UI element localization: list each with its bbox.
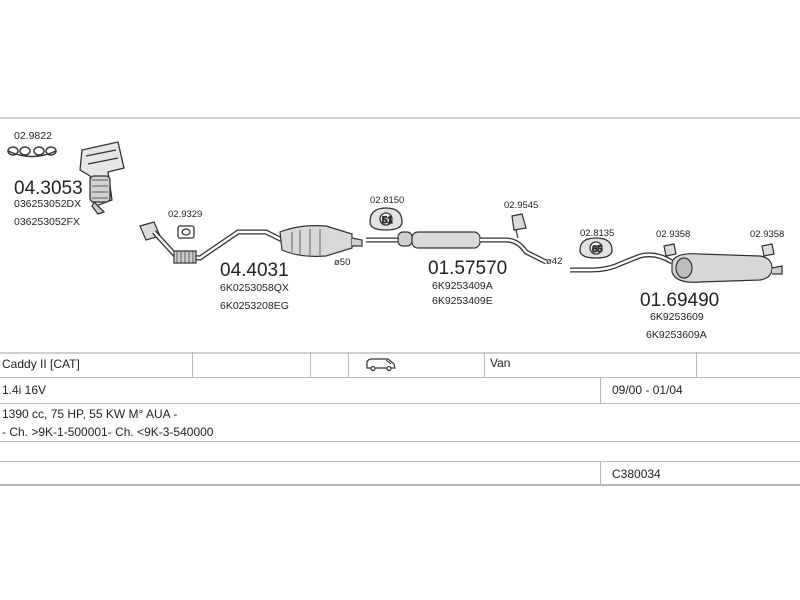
front-pipe-oe-1: 6K0253058QX	[220, 282, 289, 294]
manifold-catalyst-oe-2: 036253052FX	[14, 216, 80, 228]
manifold-catalyst-oe-1: 036253052DX	[14, 198, 81, 210]
front-pipe-oe-2: 6K0253208EG	[220, 300, 289, 312]
rear-hanger-a-drawing[interactable]	[663, 243, 677, 257]
front-pipe-number: 04.4031	[220, 260, 289, 281]
rear-silencer-number: 01.69490	[640, 290, 719, 311]
rear-silencer-drawing[interactable]	[570, 252, 783, 283]
vehicle-body: Van	[490, 356, 511, 370]
row-chassis: - Ch. >9K-1-500001- Ch. <9K-3-540000	[0, 422, 800, 442]
middle-hanger-digits: 51	[382, 215, 393, 226]
row-engine: 1.4i 16V 09/00 - 01/04	[0, 378, 800, 404]
middle-hanger-drawing[interactable]: 51	[369, 207, 403, 231]
van-icon	[364, 356, 398, 381]
vehicle-engine: 1.4i 16V	[2, 383, 47, 397]
rear-silencer-oe-2: 6K9253609A	[646, 329, 707, 341]
row-spec: 1390 cc, 75 HP, 55 KW M° AUA -	[0, 404, 800, 422]
middle-hanger-number: 02.8150	[370, 195, 404, 206]
exhaust-diagram: 02.9822 04.3053 036253052DX 036253052FX …	[7, 130, 784, 341]
manifold-catalyst-number: 04.3053	[14, 178, 83, 199]
front-pipe-drawing[interactable]	[139, 221, 363, 264]
clamp-42-label: ø42	[546, 256, 562, 267]
middle-silencer-oe-1: 6K9253409A	[432, 280, 493, 292]
manifold-catalyst-drawing[interactable]	[79, 141, 125, 215]
rear-hanger-number: 02.8135	[580, 228, 614, 239]
row-empty	[0, 442, 800, 462]
small-hanger-drawing[interactable]	[511, 213, 527, 239]
rear-hanger-b-drawing[interactable]	[761, 243, 775, 257]
catalog-code: C380034	[612, 467, 661, 481]
row-code: C380034	[0, 462, 800, 486]
clamp-50-label: ø50	[334, 257, 350, 268]
middle-silencer-drawing[interactable]	[366, 231, 548, 265]
gasket-set-number: 02.9822	[14, 130, 52, 142]
vehicle-chassis: - Ch. >9K-1-500001- Ch. <9K-3-540000	[2, 425, 214, 439]
gasket-set-drawing[interactable]	[7, 146, 57, 158]
rear-hanger-digits: 65	[592, 244, 603, 255]
rear-hanger-drawing[interactable]: 65	[579, 237, 613, 259]
middle-silencer-number: 01.57570	[428, 258, 507, 279]
small-hanger-number: 02.9545	[504, 200, 538, 211]
front-gasket-number: 02.9329	[168, 209, 202, 220]
vehicle-spec: 1390 cc, 75 HP, 55 KW M° AUA -	[2, 407, 178, 421]
row-model: Caddy II [CAT] Van	[0, 352, 800, 378]
vehicle-model: Caddy II [CAT]	[2, 357, 80, 371]
rear-hanger-a-number: 02.9358	[656, 229, 690, 240]
rear-hanger-b-number: 02.9358	[750, 229, 784, 240]
table-top-border	[0, 352, 800, 354]
middle-silencer-oe-2: 6K9253409E	[432, 295, 493, 307]
front-gasket-drawing[interactable]	[177, 225, 195, 239]
vehicle-years: 09/00 - 01/04	[612, 383, 683, 397]
top-border	[0, 117, 800, 119]
rear-silencer-oe-1: 6K9253609	[650, 311, 704, 323]
